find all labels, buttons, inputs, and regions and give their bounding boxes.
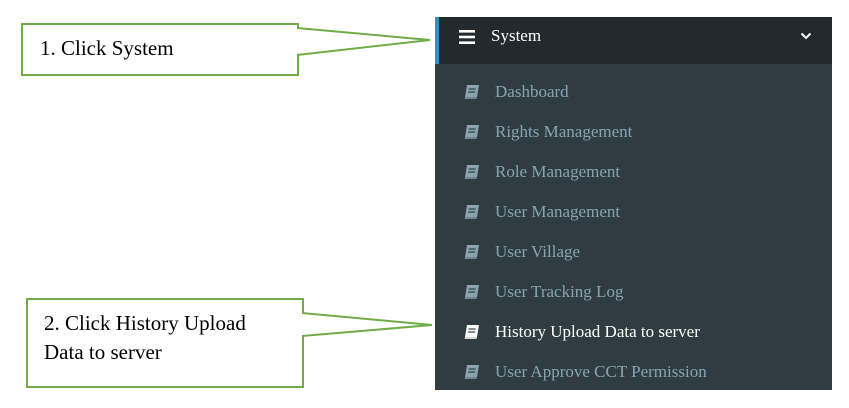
callout-click-system: 1. Click System (21, 23, 299, 76)
book-icon (464, 365, 479, 379)
menu-item-label: Rights Management (495, 122, 633, 141)
hamburger-icon (459, 30, 475, 44)
menu-item-rights-management[interactable]: Rights Management (435, 112, 832, 152)
callout-click-history-upload: 2. Click History Upload Data to server (26, 298, 304, 388)
menu-item-user-tracking-log[interactable]: User Tracking Log (435, 272, 832, 312)
menu-item-history-upload[interactable]: History Upload Data to server (435, 312, 832, 352)
book-icon (464, 125, 479, 139)
menu-item-label: Role Management (495, 162, 621, 181)
book-icon (464, 245, 479, 259)
menu-system-toggle[interactable]: System (435, 17, 832, 64)
chevron-down-icon (800, 32, 812, 40)
book-icon (464, 85, 479, 99)
menu-item-label: User Village (495, 242, 581, 261)
menu-system-title: System (491, 26, 542, 45)
menu-item-role-management[interactable]: Role Management (435, 152, 832, 192)
menu-item-user-management[interactable]: User Management (435, 192, 832, 232)
callout-text-step2-line1: 2. Click History Upload (44, 311, 246, 335)
book-icon (464, 285, 479, 299)
callout-text-step2-line2: Data to server (44, 340, 162, 364)
book-icon (464, 205, 479, 219)
menu-item-user-village[interactable]: User Village (435, 232, 832, 272)
menu-items: Dashboard Rights Management Role Managem… (435, 64, 832, 392)
menu-item-dashboard[interactable]: Dashboard (435, 72, 832, 112)
menu-item-label: User Approve CCT Permission (495, 362, 707, 381)
book-icon (464, 325, 479, 339)
menu-item-label: History Upload Data to server (495, 322, 700, 341)
sidebar-menu: System Dashboard Rights Management (435, 17, 832, 390)
menu-item-label: User Tracking Log (495, 282, 624, 301)
menu-item-label: User Management (495, 202, 621, 221)
callout-pointer-2 (301, 312, 433, 337)
callout-text-step1: 1. Click System (40, 36, 174, 60)
menu-item-user-approve-cct[interactable]: User Approve CCT Permission (435, 352, 832, 392)
book-icon (464, 165, 479, 179)
menu-item-label: Dashboard (495, 82, 569, 101)
callout-pointer-1 (296, 27, 431, 56)
